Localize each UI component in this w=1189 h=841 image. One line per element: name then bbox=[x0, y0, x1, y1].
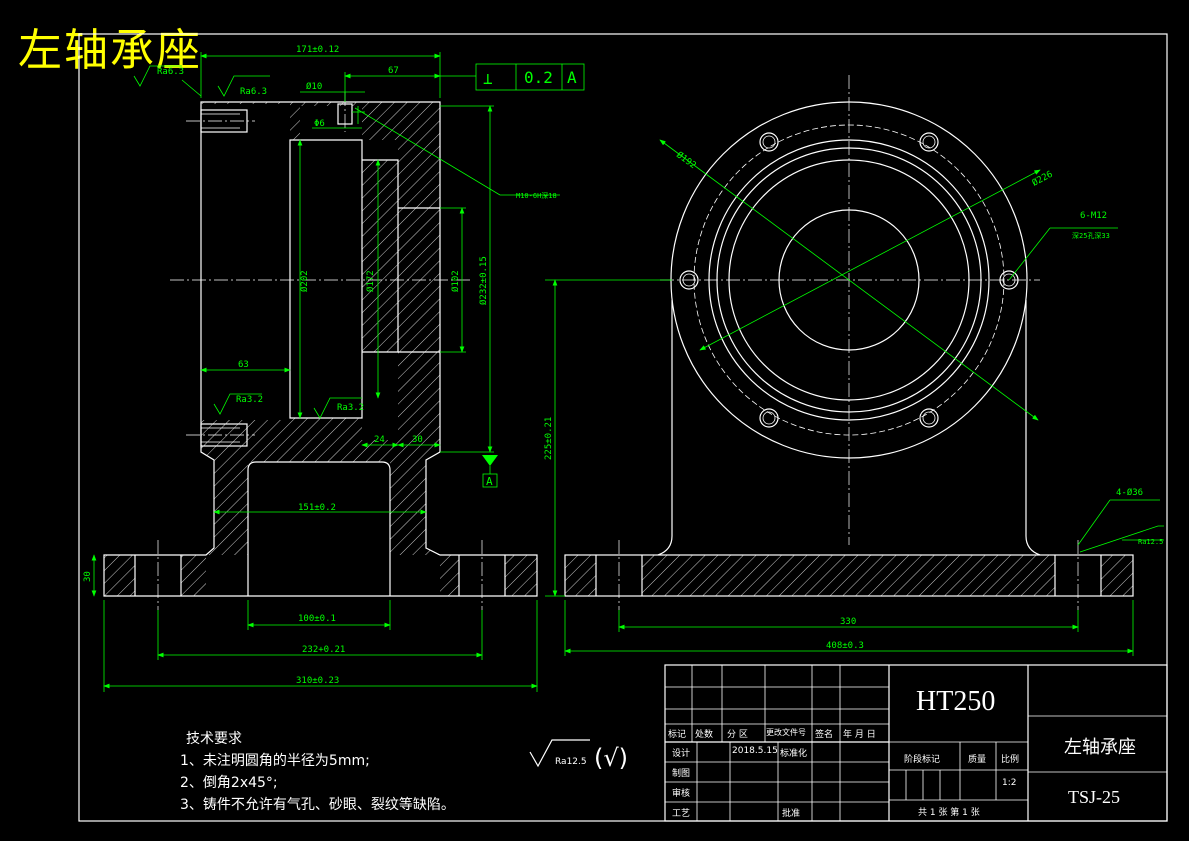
datum-label: A bbox=[486, 475, 493, 488]
dim-172: Ø172 bbox=[365, 270, 376, 292]
dim-202: Ø202 bbox=[299, 270, 310, 292]
section-dimensions bbox=[91, 52, 585, 692]
roughness-ra125: Ra12.5 bbox=[1138, 538, 1163, 546]
note-item: 1、未注明圆角的半径为5mm; bbox=[180, 753, 370, 769]
notes-heading: 技术要求 bbox=[186, 731, 242, 747]
roughness-general-mark: (√) bbox=[594, 744, 628, 772]
tb-stage-label: 阶段标记 bbox=[904, 755, 941, 765]
dim-6: Φ6 bbox=[314, 119, 325, 129]
dim-10: Ø10 bbox=[306, 81, 322, 92]
tb-header-sign: 签名 bbox=[815, 730, 834, 740]
dim-192: Ø192 bbox=[674, 150, 698, 172]
general-roughness: Ra12.5 (√) bbox=[529, 739, 628, 772]
perpendicularity-symbol: ⊥ bbox=[483, 69, 493, 88]
drawing-number: TSJ-25 bbox=[1068, 787, 1121, 807]
front-view bbox=[564, 75, 1134, 610]
dim-67: 67 bbox=[388, 66, 399, 76]
dim-310: 310±0.23 bbox=[296, 676, 339, 686]
note-item: 3、铸件不允许有气孔、砂眼、裂纹等缺陷。 bbox=[180, 797, 455, 813]
front-dimensions bbox=[545, 139, 1164, 656]
title-block bbox=[664, 664, 1168, 822]
tb-header-count: 处数 bbox=[695, 730, 714, 740]
roughness-general: Ra12.5 bbox=[555, 757, 587, 767]
tolerance-frame bbox=[475, 63, 585, 91]
dim-330: 330 bbox=[840, 617, 856, 627]
dim-171: 171±0.12 bbox=[296, 45, 339, 55]
tolerance-value: 0.2 bbox=[524, 68, 553, 87]
tb-weight-label: 质量 bbox=[968, 755, 987, 765]
holes-callout: 4-Ø36 bbox=[1116, 487, 1143, 498]
tb-standardize: 标准化 bbox=[780, 749, 808, 759]
roughness-ra63-a: Ra6.3 bbox=[157, 67, 184, 77]
m12-depth: 深25孔深33 bbox=[1072, 231, 1110, 240]
dim-30-flange: 30 bbox=[83, 571, 93, 582]
tb-sheets: 共 1 张 第 1 张 bbox=[918, 808, 980, 818]
tolerance-datum: A bbox=[567, 68, 577, 87]
roughness-ra32-b: Ra3.2 bbox=[337, 403, 364, 413]
dim-63: 63 bbox=[238, 360, 249, 370]
tb-header-date: 年 月 日 bbox=[843, 730, 876, 740]
tb-header-mark: 标记 bbox=[668, 730, 687, 740]
dim-232-holes: 232+0.21 bbox=[302, 645, 345, 655]
dim-408: 408±0.3 bbox=[826, 641, 864, 651]
tb-approve: 批准 bbox=[782, 809, 801, 819]
thread-callout: M10-6H深18 bbox=[516, 191, 557, 200]
dim-100: 100±0.1 bbox=[298, 614, 336, 624]
dim-102: Ø102 bbox=[450, 270, 461, 292]
dim-151: 151±0.2 bbox=[298, 503, 336, 513]
roughness-ra32-a: Ra3.2 bbox=[236, 395, 263, 405]
dim-226: Ø226 bbox=[1030, 169, 1054, 189]
material: HT250 bbox=[916, 686, 996, 717]
tb-row-drafting: 制图 bbox=[672, 769, 691, 779]
part-name: 左轴承座 bbox=[1064, 737, 1136, 758]
tb-design-date: 2018.5.15 bbox=[732, 746, 778, 756]
tb-scale-value: 1:2 bbox=[1002, 778, 1017, 788]
section-dim-text: 171±0.12 67 Ø10 Φ6 M10-6H深18 Ø202 Ø172 Ø… bbox=[83, 45, 577, 686]
tb-row-process: 工艺 bbox=[672, 809, 691, 819]
dim-232-bore: Ø232±0.15 bbox=[478, 256, 489, 305]
technical-notes: 技术要求 1、未注明圆角的半径为5mm; 2、倒角2x45°; 3、铸件不允许有… bbox=[180, 728, 455, 816]
m12-callout: 6-M12 bbox=[1080, 211, 1107, 221]
note-item: 2、倒角2x45°; bbox=[180, 775, 278, 791]
section-view bbox=[103, 92, 538, 610]
dim-225: 225±0.21 bbox=[544, 417, 554, 460]
tb-row-review: 审核 bbox=[672, 789, 691, 799]
sheet-border bbox=[78, 33, 1168, 822]
roughness-ra63-b: Ra6.3 bbox=[240, 87, 267, 97]
tb-header-zone: 分 区 bbox=[727, 730, 748, 740]
dim-24: 24 bbox=[374, 435, 385, 445]
tb-header-change-doc: 更改文件号 bbox=[766, 728, 806, 737]
dim-30-right: 30 bbox=[412, 435, 423, 445]
tb-row-design: 设计 bbox=[672, 749, 691, 759]
tb-scale-label: 比例 bbox=[1001, 755, 1020, 765]
